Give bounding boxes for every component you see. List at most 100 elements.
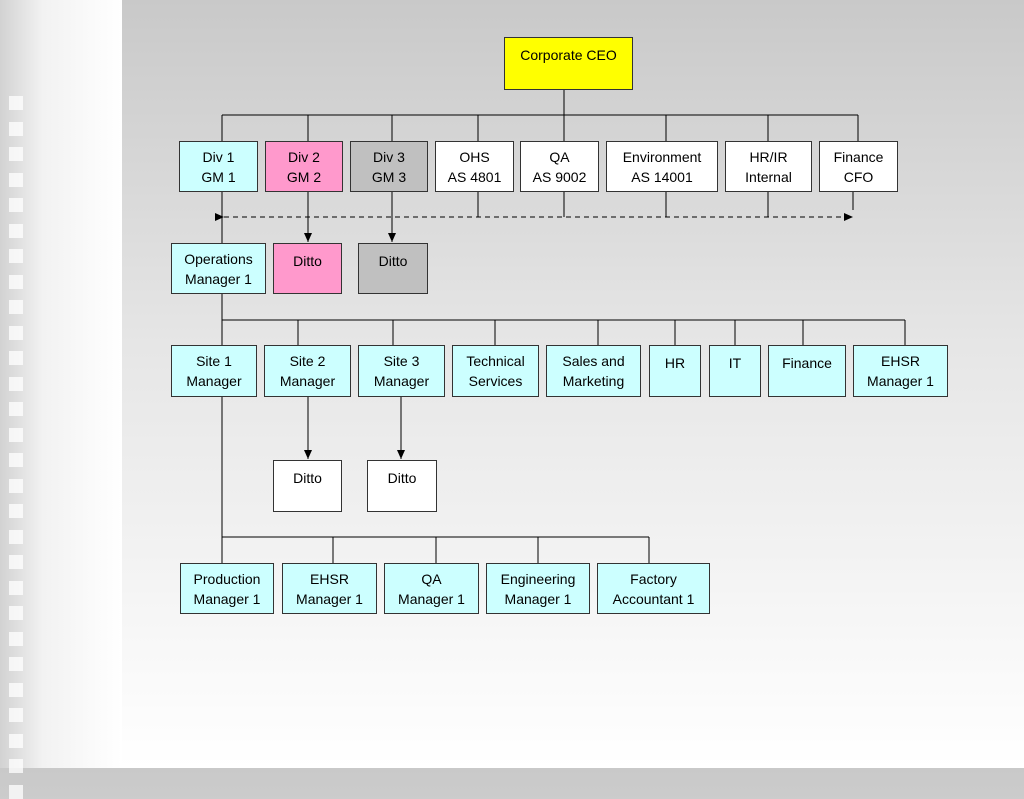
connector-lines [215, 89, 906, 563]
node-label-line1: HR [664, 355, 686, 371]
node-label-line1: Ditto [387, 470, 417, 486]
node-engineering-manager: Engineering Manager 1 [486, 563, 590, 614]
node-label-line2: AS 4801 [447, 168, 502, 185]
node-label-line1: Div 2 [288, 148, 320, 165]
node-site2-manager: Site 2 Manager [264, 345, 351, 397]
decorative-square [9, 351, 23, 365]
node-div2-gm2: Div 2 GM 2 [265, 141, 343, 192]
node-corporate-ceo: Corporate CEO [504, 37, 633, 90]
node-label-line2: Marketing [562, 373, 625, 389]
node-label-line1: Technical [466, 353, 525, 369]
decorative-square [9, 733, 23, 748]
node-label-line2: Manager [373, 373, 430, 389]
node-label-line1: Ditto [293, 253, 322, 269]
node-label-line2: Internal [745, 168, 792, 185]
node-label-line1: Engineering [500, 570, 576, 587]
node-ditto-div2: Ditto [273, 243, 342, 294]
decorative-square [9, 555, 23, 569]
decorative-square [9, 249, 23, 263]
node-label-line2: AS 14001 [631, 168, 693, 185]
node-label-line1: Finance [782, 355, 832, 371]
node-label-line1: EHSR [881, 353, 920, 369]
decorative-square [9, 198, 23, 212]
node-label-line2: Manager 1 [398, 590, 465, 607]
node-label-line1: QA [549, 148, 570, 165]
decorative-square [9, 529, 23, 544]
node-label-line2: CFO [843, 168, 874, 185]
node-label-line1: EHSR [310, 570, 349, 587]
decorative-square [9, 708, 23, 722]
node-label-line2: Manager 1 [504, 590, 572, 607]
node-sales-marketing: Sales and Marketing [546, 345, 641, 397]
node-label-line1: Operations [184, 250, 253, 267]
node-ditto-site2: Ditto [273, 460, 342, 512]
node-ditto-site3: Ditto [367, 460, 437, 512]
node-hr: HR [649, 345, 701, 397]
decorative-square [9, 427, 23, 442]
node-qa-manager: QA Manager 1 [384, 563, 479, 614]
node-label-line1: OHS [459, 148, 490, 165]
node-label-line1: Site 3 [383, 353, 420, 369]
decorative-square [9, 325, 23, 340]
node-ditto-div3: Ditto [358, 243, 428, 294]
node-technical-services: Technical Services [452, 345, 539, 397]
decorative-square [9, 223, 23, 238]
node-operations-manager: Operations Manager 1 [171, 243, 266, 294]
node-finance: Finance [768, 345, 846, 397]
node-label-line2: Manager [279, 373, 336, 389]
node-label-line1: HR/IR [749, 148, 788, 165]
node-label-line1: Site 2 [289, 353, 326, 369]
node-hrir: HR/IR Internal [725, 141, 812, 192]
decorative-square [9, 784, 23, 799]
node-label-line1: Production [193, 570, 261, 587]
decorative-square [9, 121, 23, 136]
node-label-line2: GM 3 [371, 168, 407, 185]
node-label-line1: Ditto [378, 253, 408, 269]
node-label-line1: Div 3 [373, 148, 405, 165]
node-label-line1: Site 1 [196, 353, 232, 369]
node-production-manager: Production Manager 1 [180, 563, 274, 614]
node-div3-gm3: Div 3 GM 3 [350, 141, 428, 192]
node-environment: Environment AS 14001 [606, 141, 718, 192]
node-ehsr-manager-ops: EHSR Manager 1 [853, 345, 948, 397]
node-label-line1: Div 1 [202, 148, 235, 165]
decorative-side-strip [0, 0, 122, 799]
decorative-square [9, 606, 23, 620]
node-label-line2: GM 1 [201, 168, 236, 185]
node-div1-gm1: Div 1 GM 1 [179, 141, 258, 192]
node-ehsr-manager-site: EHSR Manager 1 [282, 563, 377, 614]
node-label-line2: Accountant 1 [612, 590, 695, 607]
node-label-line2: Manager 1 [867, 373, 934, 389]
decorative-square [9, 580, 23, 595]
decorative-square [9, 453, 23, 467]
node-site3-manager: Site 3 Manager [358, 345, 445, 397]
node-finance-cfo: Finance CFO [819, 141, 898, 192]
node-label-line1: Factory [630, 570, 677, 587]
decorative-square [9, 300, 23, 314]
decorative-square [9, 682, 23, 697]
decorative-square [9, 631, 23, 646]
node-site1-manager: Site 1 Manager [171, 345, 257, 397]
node-label-line2: AS 9002 [532, 168, 587, 185]
node-label-line2: Services [468, 373, 523, 389]
decorative-square [9, 504, 23, 518]
decorative-square [9, 172, 23, 187]
decorative-square [9, 657, 23, 671]
node-label-line1: Corporate CEO [520, 47, 617, 63]
decorative-square [9, 376, 23, 391]
decorative-square [9, 402, 23, 416]
node-label-line2: Manager 1 [296, 590, 363, 607]
decorative-square [9, 147, 23, 161]
node-label-line1: Sales and [562, 353, 625, 369]
decorative-square [9, 96, 23, 110]
node-ohs: OHS AS 4801 [435, 141, 514, 192]
decorative-square [9, 478, 23, 493]
node-qa-as9002: QA AS 9002 [520, 141, 599, 192]
node-label-line1: IT [728, 355, 742, 371]
decorative-square [9, 274, 23, 289]
node-label-line2: Manager 1 [193, 590, 261, 607]
node-label-line2: Manager [186, 373, 242, 389]
node-label-line2: GM 2 [286, 168, 322, 185]
node-label-line1: QA [421, 570, 442, 587]
node-label-line2: Manager 1 [185, 270, 252, 287]
